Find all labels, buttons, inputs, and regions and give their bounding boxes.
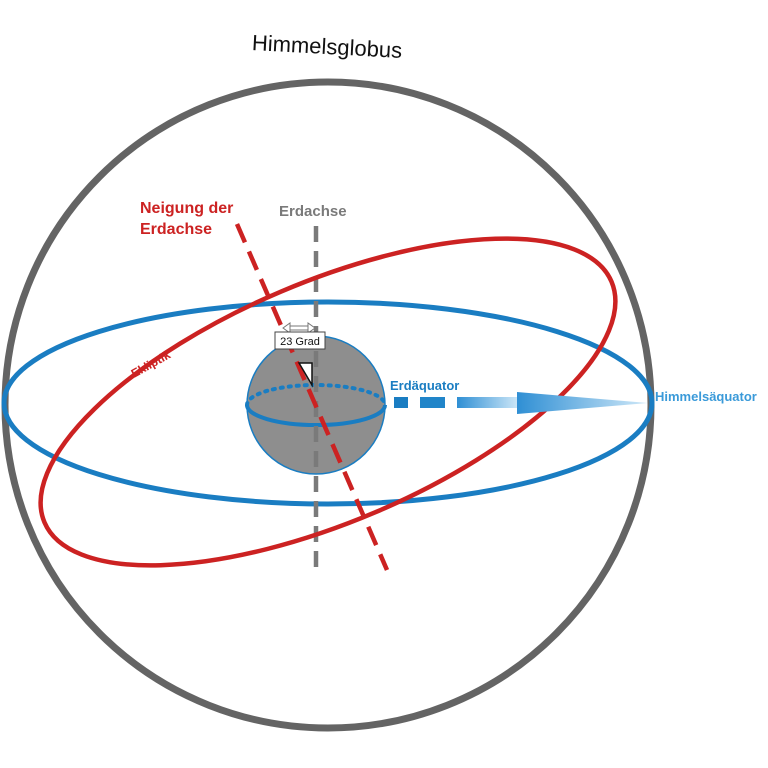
earth-equator-front: [245, 404, 387, 427]
angle-double-arrow: [282, 322, 316, 334]
tilted-axis-line: [234, 223, 390, 571]
tilt-label-line1: Neigung der: [140, 200, 233, 217]
title-label: Himmelsglobus: [251, 30, 402, 63]
angle-label-box: [274, 331, 326, 350]
celestial-equator-label: Himmelsäquator: [655, 389, 757, 404]
celestial-equator-ellipse: [1, 299, 655, 507]
angle-marker: [297, 362, 313, 388]
tilt-label-line2: Erdachse: [140, 221, 212, 238]
ecliptic-label: Ekliptik: [129, 348, 173, 381]
earth-equator-label: Erdäquator: [390, 378, 459, 393]
ecliptic-ellipse: [38, 236, 618, 568]
axis-label: Erdachse: [279, 203, 347, 220]
angle-label: 23 Grad: [280, 336, 320, 348]
equator-projection-arrow: [394, 392, 648, 414]
